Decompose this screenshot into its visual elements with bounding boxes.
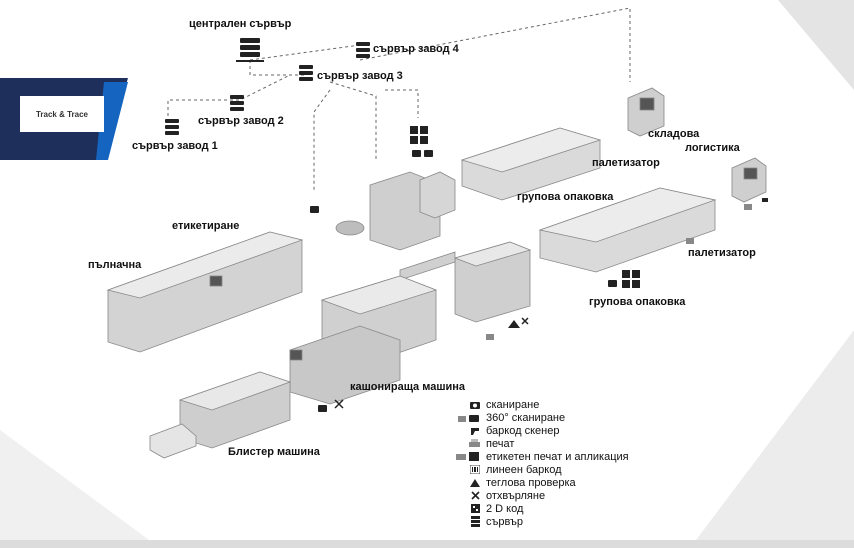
link-plant1-bus [167, 74, 291, 122]
datamatrix-icon [471, 504, 480, 513]
legend-item: сканиране [446, 398, 539, 411]
label-filling: пълначна [88, 259, 142, 271]
group-pack-bottom-machine [538, 187, 717, 273]
link-central-plant4 [249, 44, 361, 61]
label-palletizer-top: палетизатор [592, 157, 660, 169]
weight-check-icon [470, 479, 480, 487]
case-packer-machine [399, 241, 532, 323]
reject-icon [521, 317, 529, 325]
camera-icon [608, 280, 617, 287]
printer-icon [744, 204, 752, 210]
server-icon [471, 516, 480, 527]
legend-item: етикетен печат и апликация [446, 450, 629, 463]
link-central-plant3 [249, 60, 305, 76]
label-labeling: етикетиране [172, 220, 240, 232]
cartoning-machine [289, 275, 438, 405]
camera-icon [318, 405, 327, 412]
barcode-scanner-icon [471, 427, 479, 435]
legend-label: баркод скенер [486, 424, 560, 437]
label-logistics: логистика [685, 142, 740, 154]
legend-label: сървър [486, 515, 523, 528]
bottom-left-corner-shape [0, 430, 160, 548]
weight-check-icon [508, 320, 520, 328]
legend-label: теглова проверка [486, 476, 576, 489]
label-palletizer-bottom: палетизатор [688, 247, 756, 259]
legend-label: печат [486, 437, 515, 450]
reject-icon [334, 399, 344, 409]
badge-accent [96, 82, 128, 160]
top-right-corner-shape [778, 0, 854, 90]
track-trace-badge: Track & Trace [20, 96, 104, 132]
server-icon [299, 65, 313, 81]
printer-icon [686, 238, 694, 244]
link-plant3-cam [385, 89, 419, 118]
printer-icon [486, 334, 494, 340]
camera-icon [310, 206, 319, 213]
legend-label: сканиране [486, 398, 540, 411]
filling-machine [106, 231, 304, 353]
legend-label: линеен баркод [486, 463, 562, 476]
label-cartoning: кашониращa машина [350, 381, 466, 393]
datamatrix-icon [622, 270, 640, 288]
label-plant2-server: сървър завод 2 [198, 115, 284, 127]
legend-item: 2 D код [446, 502, 523, 515]
legend-item: 360° сканиране [446, 411, 565, 424]
badge-label: Track & Trace [35, 109, 89, 119]
warehouse-terminal [627, 87, 665, 137]
link-plant3-scan [313, 89, 331, 192]
server-icon [165, 119, 179, 135]
group-pack-top-machine [460, 127, 602, 201]
label-plant3-server: сървър завод 3 [317, 70, 403, 82]
logistics-terminal [731, 157, 767, 203]
camera-icon [412, 150, 433, 157]
datamatrix-icon [410, 126, 428, 144]
label-plant1-server: сървър завод 1 [132, 140, 218, 152]
labeling-station [335, 171, 456, 251]
legend-item: баркод скенер [446, 424, 559, 437]
label-blister: Блистер машина [228, 446, 320, 458]
label-group-pack-bottom: групова опаковка [589, 296, 686, 308]
legend-item: печат [446, 437, 514, 450]
legend-label: 2 D код [486, 502, 524, 515]
bottom-right-corner-shape [690, 330, 854, 548]
label-warehouse: складова [648, 128, 700, 140]
legend-item: отхвърляне [446, 489, 545, 502]
link-warehouse [359, 7, 631, 82]
printer-icon [469, 439, 480, 447]
link-plant3-labeling [329, 81, 377, 160]
legend-label: етикетен печат и апликация [486, 450, 629, 463]
barcode-scanner-icon [762, 198, 768, 202]
label-central-server: централен сървър [189, 18, 292, 30]
legend-label: отхвърляне [486, 489, 546, 502]
server-icon [356, 42, 370, 58]
legend-label: 360° сканиране [486, 411, 566, 424]
label-plant4-server: сървър завод 4 [373, 43, 459, 55]
server-icon [230, 95, 244, 111]
camera-360-icon [458, 414, 479, 422]
linear-barcode-icon [470, 465, 480, 474]
blister-machine [149, 371, 292, 459]
reject-icon [471, 491, 480, 500]
label-print-apply-icon [456, 452, 479, 461]
server-icon [236, 38, 264, 62]
legend-item: линеен баркод [446, 463, 562, 476]
legend-item: теглова проверка [446, 476, 576, 489]
camera-icon [470, 401, 480, 409]
label-group-pack-top: групова опаковка [517, 191, 614, 203]
bottom-strip [0, 540, 854, 548]
legend-item: сървър [446, 515, 523, 528]
